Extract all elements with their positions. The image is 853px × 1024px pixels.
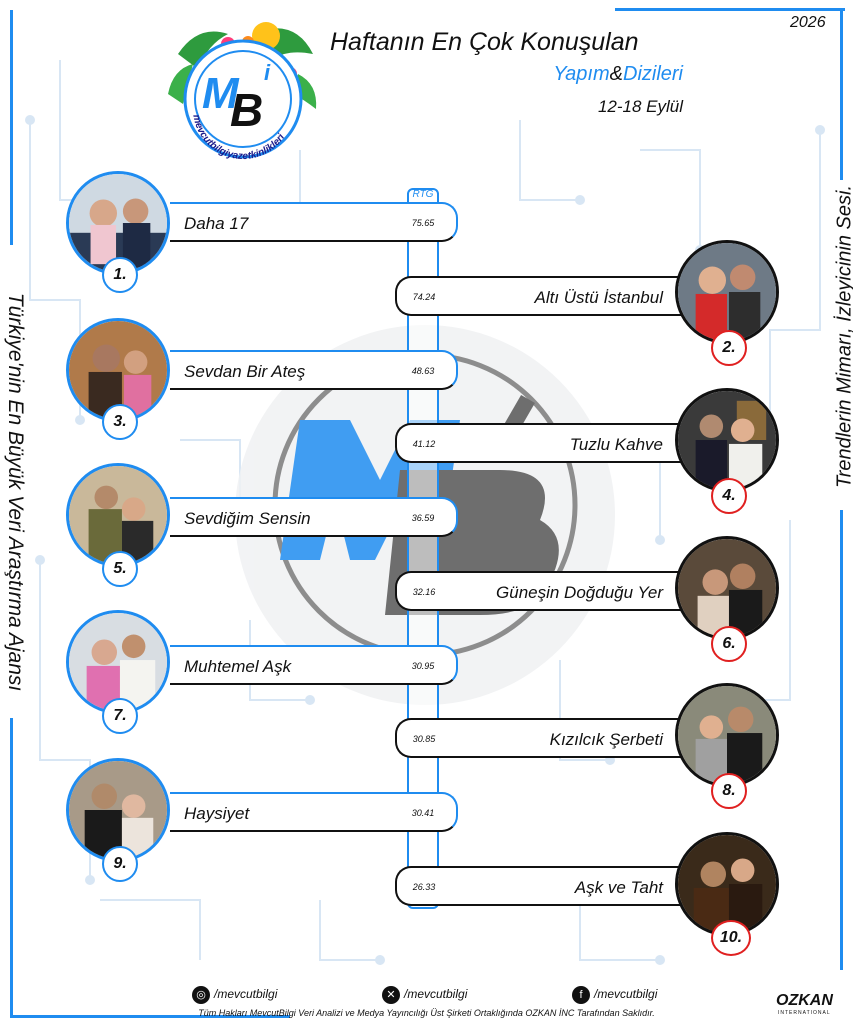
show-name: Daha 17 — [184, 214, 249, 233]
ranking-row-4: 41.12 Tuzlu Kahve — [395, 423, 685, 463]
right-tagline: Trendlerin Mimarı, İzleyicinin Sesi. — [833, 184, 853, 489]
top-border-line — [615, 8, 845, 11]
logo-letter-b: B — [230, 84, 263, 136]
rtg-value: 30.95 — [411, 661, 435, 671]
right-border-line-top — [840, 10, 843, 180]
show-name: Muhtemel Aşk — [184, 657, 292, 676]
rank-badge-2: 2. — [711, 330, 747, 366]
ranking-row-6: 32.16 Güneşin Doğduğu Yer — [395, 571, 685, 611]
show-photo-2 — [675, 240, 779, 344]
logo-letter-m: M — [202, 69, 240, 118]
show-photo-6 — [675, 536, 779, 640]
page-title: Haftanın En Çok Konuşulan — [330, 28, 639, 56]
rank-badge-5: 5. — [102, 551, 138, 587]
footer-x[interactable]: ✕ /mevcutbilgi — [382, 986, 467, 1004]
show-photo-7 — [66, 610, 170, 714]
ranking-row-2: 74.24 Altı Üstü İstanbul — [395, 276, 685, 316]
rtg-value: 41.12 — [412, 439, 436, 449]
rtg-value: 30.85 — [412, 734, 436, 744]
subtitle-part-b: Dizileri — [623, 63, 683, 85]
ranking-row-5: Sevdiğim Sensin 36.59 — [170, 497, 458, 537]
ranking-row-1: Daha 17 75.65 — [170, 202, 458, 242]
rank-badge-7: 7. — [102, 698, 138, 734]
x-icon: ✕ — [382, 986, 400, 1004]
show-photo-8 — [675, 683, 779, 787]
rtg-header: RTG — [412, 189, 434, 200]
footer-instagram[interactable]: ◎ /mevcutbilgi — [192, 986, 277, 1004]
subtitle-ampersand: & — [609, 63, 623, 85]
show-name: Sevdiğim Sensin — [184, 509, 311, 528]
show-name: Sevdan Bir Ateş — [184, 362, 306, 381]
brand-name: OZKAN — [776, 992, 833, 1009]
rank-badge-9: 9. — [102, 846, 138, 882]
left-border-line-bottom — [10, 718, 13, 1018]
rtg-value: 26.33 — [412, 882, 436, 892]
instagram-handle: /mevcutbilgi — [214, 987, 278, 1002]
x-handle: /mevcutbilgi — [404, 987, 468, 1002]
show-photo-4 — [675, 388, 779, 492]
ranking-row-7: Muhtemel Aşk 30.95 — [170, 645, 458, 685]
bottom-border-line — [10, 1015, 290, 1018]
rtg-value: 30.41 — [411, 808, 435, 818]
rank-badge-6: 6. — [711, 626, 747, 662]
logo-letter-i: i — [264, 60, 271, 85]
brand-logo: mevcutbilgiyazetkinlikleri M B i — [168, 22, 317, 162]
ranking-row-10: 26.33 Aşk ve Taht — [395, 866, 685, 906]
facebook-handle: /mevcutbilgi — [594, 987, 658, 1002]
show-photo-1 — [66, 171, 170, 275]
left-tagline: Türkiye'nin En Büyük Veri Araştırma Ajan… — [4, 292, 27, 692]
right-border-line-bottom — [840, 510, 843, 970]
footer-facebook[interactable]: f/mevcutbilgi — [572, 986, 657, 1004]
copyright-text: Tüm Hakları MevcutBilgi Veri Analizi ve … — [198, 1008, 655, 1018]
show-photo-10 — [675, 832, 779, 936]
rtg-value: 74.24 — [412, 292, 436, 302]
ranking-row-3: Sevdan Bir Ateş 48.63 — [170, 350, 458, 390]
rank-badge-10: 10. — [711, 920, 751, 956]
facebook-icon: f — [572, 986, 590, 1004]
left-border-line-top — [10, 10, 13, 245]
date-range: 12-18 Eylül — [597, 97, 683, 116]
rank-badge-3: 3. — [102, 404, 138, 440]
show-name: Tuzlu Kahve — [569, 435, 663, 454]
rank-badge-4: 4. — [711, 478, 747, 514]
ranking-row-9: Haysiyet 30.41 — [170, 792, 458, 832]
show-name: Güneşin Doğduğu Yer — [496, 583, 663, 602]
page-subtitle: Yapım&Dizileri — [553, 63, 683, 86]
rank-badge-8: 8. — [711, 773, 747, 809]
year-label: 2026 — [790, 14, 826, 31]
rtg-value: 32.16 — [412, 587, 436, 597]
show-name: Altı Üstü İstanbul — [534, 288, 663, 307]
show-name: Aşk ve Taht — [574, 878, 663, 897]
show-name: Kızılcık Şerbeti — [549, 730, 663, 749]
rtg-value: 48.63 — [411, 366, 435, 376]
rank-badge-1: 1. — [102, 257, 138, 293]
rtg-value: 75.65 — [411, 218, 435, 228]
instagram-icon: ◎ — [192, 986, 210, 1004]
subtitle-part-a: Yapım — [553, 63, 610, 85]
rtg-value: 36.59 — [411, 513, 435, 523]
brand-subtitle: INTERNATIONAL — [778, 1010, 831, 1016]
show-name: Haysiyet — [184, 804, 250, 823]
ranking-row-8: 30.85 Kızılcık Şerbeti — [395, 718, 685, 758]
